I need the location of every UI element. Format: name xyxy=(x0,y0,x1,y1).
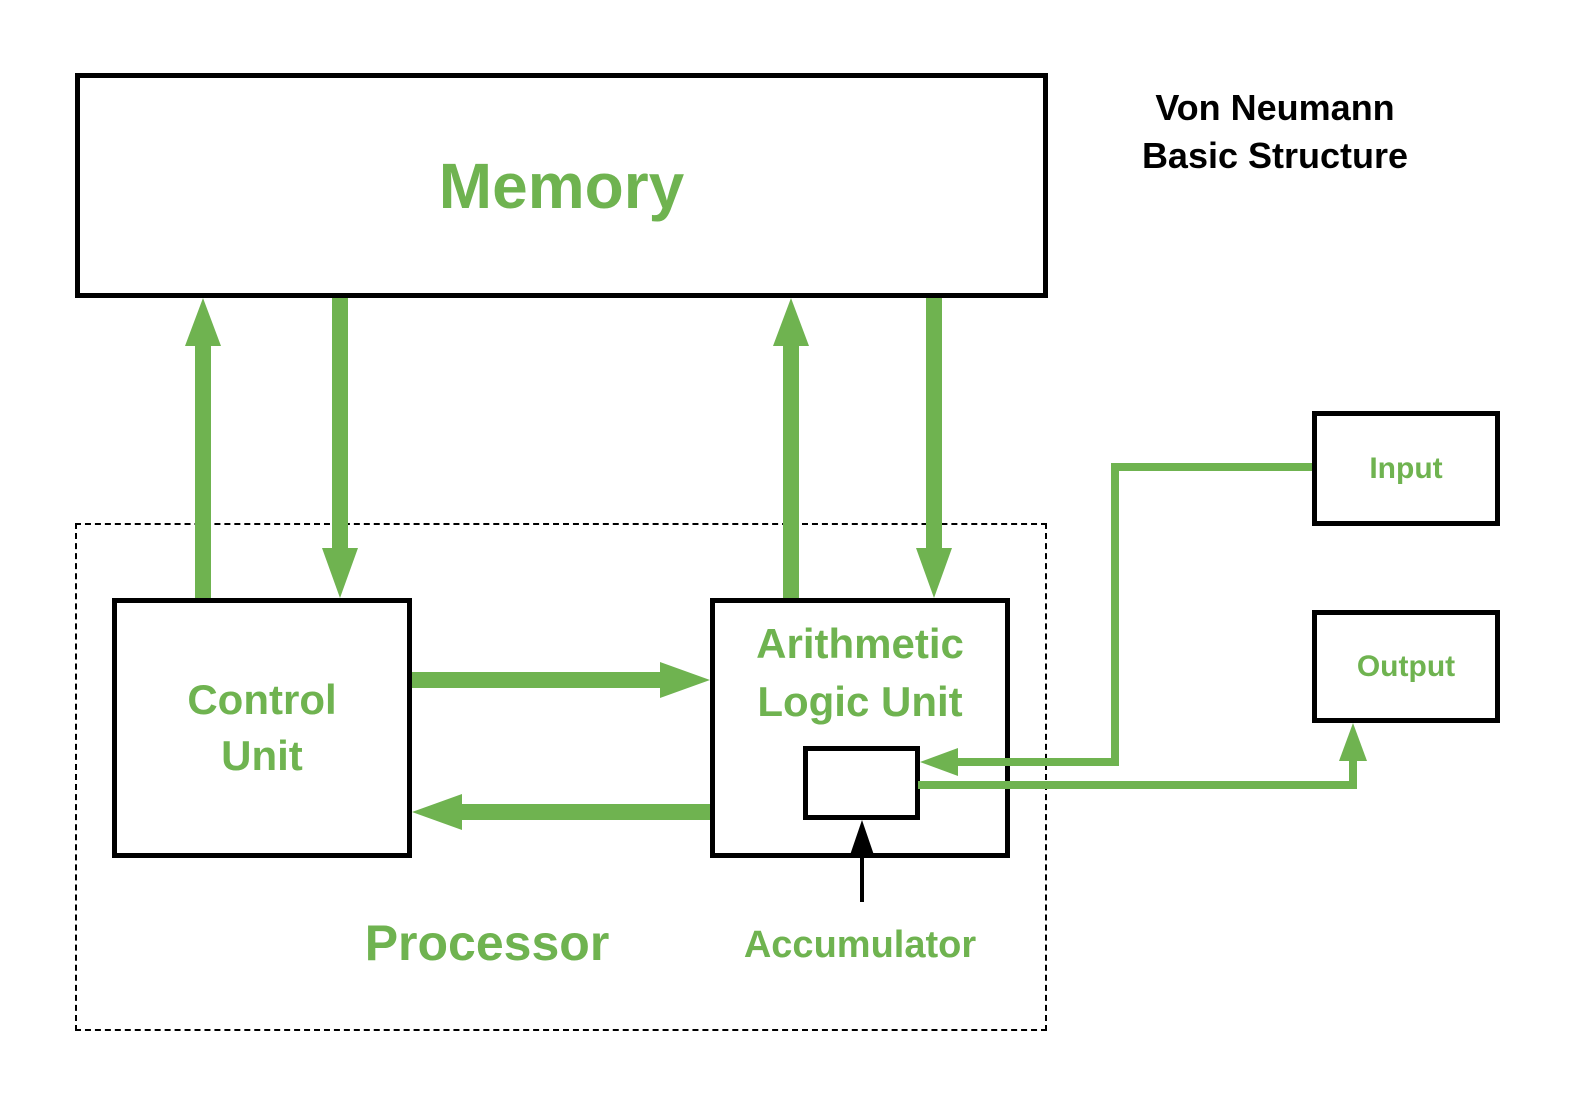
arrow-alu-to-memory-head xyxy=(773,298,809,346)
arrow-memory-to-alu-shaft xyxy=(926,298,942,552)
arrow-memory-to-cu-shaft xyxy=(332,298,348,552)
line-input-to-accumulator-seg2 xyxy=(1111,463,1119,766)
alu-label-line1: Arithmetic xyxy=(756,620,964,667)
accumulator-box xyxy=(803,746,920,820)
title-line-2: Basic Structure xyxy=(1141,135,1409,176)
control-unit-label: Control Unit xyxy=(187,672,336,784)
line-accumulator-to-output-head xyxy=(1339,723,1367,761)
processor-label: Processor xyxy=(364,915,610,971)
output-label: Output xyxy=(1356,649,1456,683)
arrow-memory-to-alu-head xyxy=(916,548,952,598)
arrow-alu-to-cu-shaft xyxy=(462,804,710,820)
control-unit-label-line2: Unit xyxy=(221,732,303,779)
accumulator-label: Accumulator xyxy=(743,924,977,966)
memory-box: Memory xyxy=(75,73,1048,298)
line-input-to-accumulator-seg3 xyxy=(956,758,1119,766)
accumulator-pointer-line xyxy=(860,852,864,902)
arrow-cu-to-alu-shaft xyxy=(412,672,662,688)
line-input-to-accumulator-seg1 xyxy=(1111,463,1312,471)
line-accumulator-to-output-seg2 xyxy=(1349,756,1357,789)
title-line-1: Von Neumann xyxy=(1155,87,1395,128)
control-unit-box: Control Unit xyxy=(112,598,412,858)
output-box: Output xyxy=(1312,610,1500,723)
memory-label: Memory xyxy=(438,149,685,222)
input-label: Input xyxy=(1369,451,1443,485)
line-input-to-accumulator-head xyxy=(920,748,958,776)
alu-label-line2: Logic Unit xyxy=(757,678,963,725)
arrow-cu-to-memory-shaft xyxy=(195,342,211,598)
arrow-alu-to-memory-shaft xyxy=(783,342,799,598)
arrow-cu-to-memory-head xyxy=(185,298,221,346)
arrow-memory-to-cu-head xyxy=(322,548,358,598)
input-box: Input xyxy=(1312,411,1500,526)
arrow-alu-to-cu-head xyxy=(412,794,462,830)
line-accumulator-to-output-seg1 xyxy=(918,781,1357,789)
processor-boundary xyxy=(75,523,1047,1031)
diagram-title: Von Neumann Basic Structure xyxy=(1100,84,1450,180)
control-unit-label-line1: Control xyxy=(187,676,337,723)
accumulator-pointer-head xyxy=(849,820,875,858)
alu-label: Arithmetic Logic Unit xyxy=(756,603,964,731)
arrow-cu-to-alu-head xyxy=(660,662,710,698)
